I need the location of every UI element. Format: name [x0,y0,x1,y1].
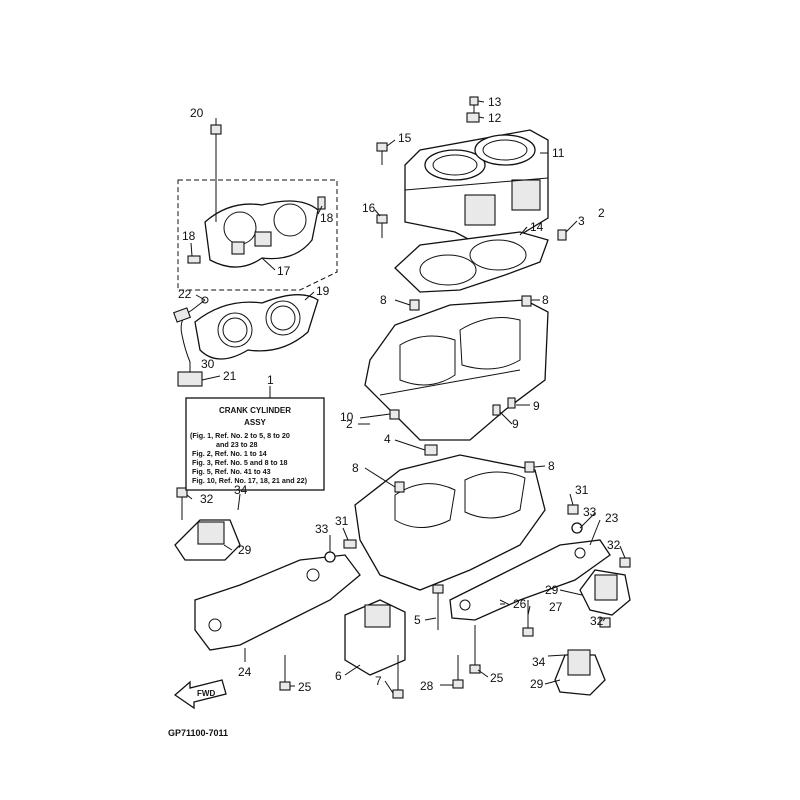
callout-24: 24 [238,665,252,679]
callout-13: 13 [488,95,502,109]
legend-line: Fig. 10, Ref. No. 17, 18, 21 and 22) [192,476,308,485]
callout-16: 16 [362,201,376,215]
legend-line: and 23 to 28 [216,440,258,449]
callout-29-left: 29 [238,543,252,557]
legend-title-line1: CRANK CYLINDER [219,406,291,415]
callout-15: 15 [398,131,412,145]
callout-8: 8 [352,461,359,475]
mounting-bolts [279,584,534,699]
bolt-32-right-upper [619,557,631,568]
callout-34-left: 34 [234,483,248,497]
callout-33-left: 33 [315,522,329,536]
cylinder-base-gasket [394,231,549,293]
legend-line: (Fig. 1, Ref. No. 2 to 5, 8 to 20 [190,431,290,440]
callout-26: 26 [513,597,527,611]
legend-title-line2: ASSY [244,418,266,427]
head-gasket [194,294,319,360]
legend-line: Fig. 5, Ref. No. 41 to 43 [192,467,271,476]
callout-20: 20 [190,106,204,120]
callout-11: 11 [552,146,565,160]
callout-34-right: 34 [532,655,546,669]
engine-bracket-right [449,539,611,621]
callout-30: 30 [201,357,215,371]
callout-14: 14 [530,220,544,234]
callout-1: 1 [267,373,274,387]
bolt-31-left [343,539,357,549]
callout-22: 22 [178,287,192,301]
callout-33-right: 33 [583,505,597,519]
callout-8: 8 [542,293,549,307]
cylinder-block [404,129,549,241]
legend-line: Fig. 2, Ref. No. 1 to 14 [192,449,267,458]
callout-5: 5 [414,613,421,627]
callout-27: 27 [549,600,563,614]
plug-18-right [317,196,326,210]
callout-31-left: 31 [335,514,349,528]
callout-7: 7 [375,674,382,688]
callout-19: 19 [316,284,330,298]
callout-6: 6 [335,669,342,683]
callout-31-right: 31 [575,483,589,497]
legend-box: CRANK CYLINDER ASSY (Fig. 1, Ref. No. 2 … [185,397,325,491]
legend-line: Fig. 3, Ref. No. 5 and 8 to 18 [192,458,287,467]
callout-25: 25 [490,671,504,685]
callout-32-right-upper: 32 [607,538,621,552]
engine-mount-right-upper [579,569,631,616]
callout-2-mid: 2 [346,417,353,431]
callout-2-top: 2 [598,206,605,220]
callout-8: 8 [548,459,555,473]
upper-crankcase [364,295,549,456]
callout-10: 10 [340,410,354,424]
plug-18-left [187,255,201,264]
dowel-pin-3 [557,229,567,241]
callout-9: 9 [512,417,519,431]
callout-3: 3 [578,214,585,228]
cylinder-bolts [376,96,480,238]
callout-18-right: 18 [320,211,334,225]
callout-18-left: 18 [182,229,196,243]
engine-bracket-left [194,554,361,651]
washer-33-left [324,551,336,563]
callout-25: 25 [298,680,312,694]
washer-33-right [571,522,583,534]
head-bolt-20 [210,124,222,222]
bolt-31-right [567,504,579,515]
callout-numbers: 20 13 12 15 11 16 14 3 2 18 18 17 19 22 … [178,95,621,694]
lower-crankcase [354,454,546,591]
hose-assembly [173,296,209,387]
callout-21: 21 [223,369,237,383]
callout-12: 12 [488,111,502,125]
engine-mount-right-lower [554,649,606,696]
callout-8: 8 [380,293,387,307]
cylinder-head-group [177,124,338,291]
engine-mount-left [174,487,241,561]
damper-block [344,599,406,676]
callout-28: 28 [420,679,434,693]
callout-4: 4 [384,432,391,446]
callout-29-right-upper: 29 [545,583,559,597]
leader-lines [186,100,626,694]
callout-29-right-lower: 29 [530,677,544,691]
fwd-label: FWD [197,689,215,698]
callout-23: 23 [605,511,619,525]
drawing-code: GP71100-7011 [168,728,228,738]
callout-17: 17 [277,264,291,278]
callout-32-left: 32 [200,492,214,506]
callout-9: 9 [533,399,540,413]
callout-32-right-lower: 32 [590,614,604,628]
forward-arrow: FWD [173,679,227,710]
